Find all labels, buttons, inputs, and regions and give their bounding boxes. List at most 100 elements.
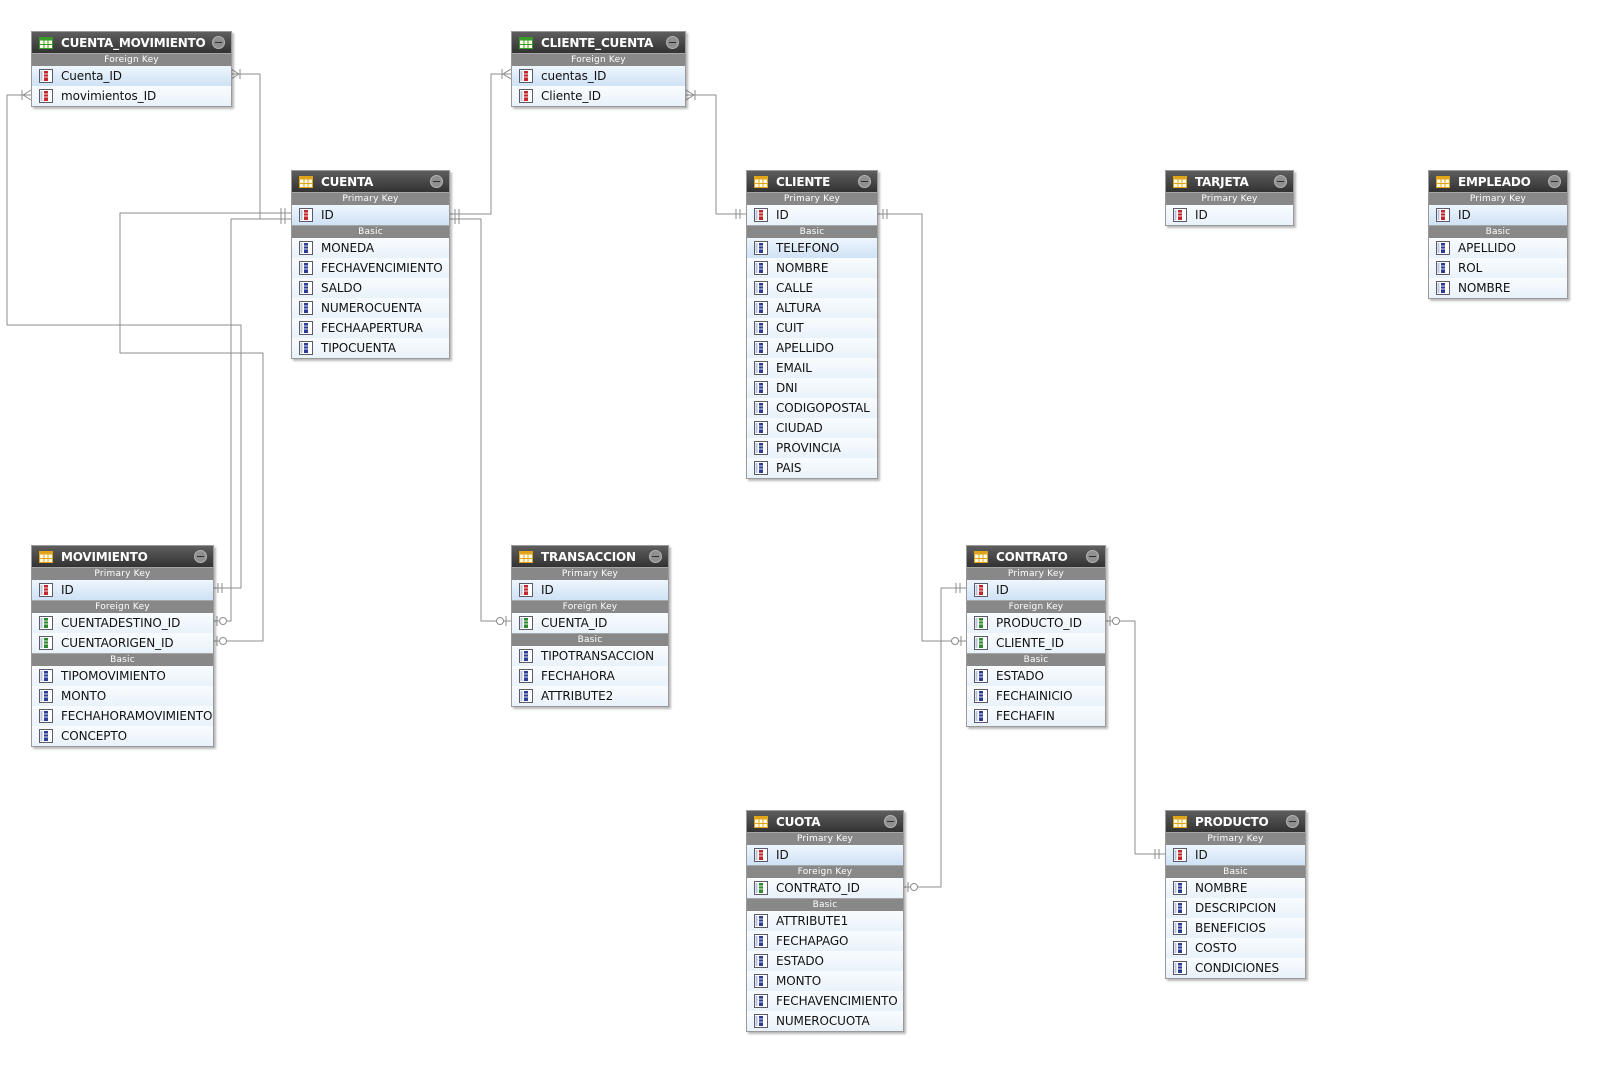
column-costo[interactable]: COSTO [1166,938,1305,958]
relationship-line[interactable] [686,94,746,215]
collapse-icon[interactable] [1086,550,1099,563]
collapse-icon[interactable] [194,550,207,563]
column-id[interactable]: ID [32,580,213,600]
column-codigopostal[interactable]: CODIGOPOSTAL [747,398,877,418]
column-provincia[interactable]: PROVINCIA [747,438,877,458]
column-cliente-id[interactable]: CLIENTE_ID [967,633,1105,653]
entity-header[interactable]: CUOTA [747,811,903,832]
column-fechahoramovimiento[interactable]: FECHAHORAMOVIMIENTO [32,706,213,726]
column-numerocuenta[interactable]: NUMEROCUENTA [292,298,449,318]
relationship-line[interactable] [877,213,966,642]
collapse-icon[interactable] [884,815,897,828]
relationship-line[interactable] [231,73,261,214]
collapse-icon[interactable] [212,36,225,49]
column-apellido[interactable]: APELLIDO [747,338,877,358]
column-apellido[interactable]: APELLIDO [1429,238,1567,258]
column-id[interactable]: ID [1429,205,1567,225]
collapse-icon[interactable] [649,550,662,563]
column-cuenta-id[interactable]: CUENTA_ID [512,613,668,633]
column-monto[interactable]: MONTO [32,686,213,706]
entity-header[interactable]: CUENTA_MOVIMIENTO [32,32,231,53]
column-nombre[interactable]: NOMBRE [747,258,877,278]
column-dni[interactable]: DNI [747,378,877,398]
column-saldo[interactable]: SALDO [292,278,449,298]
column-producto-id[interactable]: PRODUCTO_ID [967,613,1105,633]
column-moneda[interactable]: MONEDA [292,238,449,258]
column-telefono[interactable]: TELEFONO [747,238,877,258]
column-nombre[interactable]: NOMBRE [1429,278,1567,298]
column-attribute2[interactable]: ATTRIBUTE2 [512,686,668,706]
column-id[interactable]: ID [1166,845,1305,865]
column-tipotransaccion[interactable]: TIPOTRANSACCION [512,646,668,666]
column-ciudad[interactable]: CIUDAD [747,418,877,438]
column-cuenta-id[interactable]: Cuenta_ID [32,66,231,86]
column-monto[interactable]: MONTO [747,971,903,991]
collapse-icon[interactable] [666,36,679,49]
entity-header[interactable]: EMPLEADO [1429,171,1567,192]
entity-header[interactable]: CONTRATO [967,546,1105,567]
column-cuit[interactable]: CUIT [747,318,877,338]
column-id[interactable]: ID [747,845,903,865]
column-cuentaorigen-id[interactable]: CUENTAORIGEN_ID [32,633,213,653]
collapse-icon[interactable] [1286,815,1299,828]
column-id[interactable]: ID [1166,205,1293,225]
entity-header[interactable]: CLIENTE [747,171,877,192]
column-numerocuota[interactable]: NUMEROCUOTA [747,1011,903,1031]
column-calle[interactable]: CALLE [747,278,877,298]
column-estado[interactable]: ESTADO [747,951,903,971]
column-movimientos-id[interactable]: movimientos_ID [32,86,231,106]
collapse-icon[interactable] [430,175,443,188]
entity-header[interactable]: CUENTA [292,171,449,192]
column-tipocuenta[interactable]: TIPOCUENTA [292,338,449,358]
relationship-line[interactable] [212,218,291,622]
column-tipomovimiento[interactable]: TIPOMOVIMIENTO [32,666,213,686]
column-attribute1[interactable]: ATTRIBUTE1 [747,911,903,931]
relationship-line[interactable] [903,587,966,888]
collapse-icon[interactable] [1274,175,1287,188]
entity-header[interactable]: CLIENTE_CUENTA [512,32,685,53]
column-fechahora[interactable]: FECHAHORA [512,666,668,686]
column-concepto[interactable]: CONCEPTO [32,726,213,746]
column-id[interactable]: ID [292,205,449,225]
column-cliente-id[interactable]: Cliente_ID [512,86,685,106]
column-fechavencimiento[interactable]: FECHAVENCIMIENTO [292,258,449,278]
column-estado[interactable]: ESTADO [967,666,1105,686]
column-id[interactable]: ID [967,580,1105,600]
column-cuentas-id[interactable]: cuentas_ID [512,66,685,86]
column-fechafin[interactable]: FECHAFIN [967,706,1105,726]
column-altura[interactable]: ALTURA [747,298,877,318]
column-fechaapertura[interactable]: FECHAAPERTURA [292,318,449,338]
relationship-line[interactable] [449,73,511,215]
collapse-icon[interactable] [858,175,871,188]
relationship-line[interactable] [1105,620,1165,855]
column-email[interactable]: EMAIL [747,358,877,378]
relationship-line[interactable] [449,218,511,622]
column-fechapago[interactable]: FECHAPAGO [747,931,903,951]
column-pais[interactable]: PAIS [747,458,877,478]
column-id[interactable]: ID [747,205,877,225]
column-fechavencimiento[interactable]: FECHAVENCIMIENTO [747,991,903,1011]
column-id[interactable]: ID [512,580,668,600]
column-nombre[interactable]: NOMBRE [1166,878,1305,898]
collapse-icon[interactable] [1548,175,1561,188]
entity-header[interactable]: TARJETA [1166,171,1293,192]
column-descripcion[interactable]: DESCRIPCION [1166,898,1305,918]
relationship-line[interactable] [6,94,242,589]
entity-header[interactable]: PRODUCTO [1166,811,1305,832]
entity-header[interactable]: MOVIMIENTO [32,546,213,567]
column-condiciones[interactable]: CONDICIONES [1166,958,1305,978]
column-rol[interactable]: ROL [1429,258,1567,278]
column-cuentadestino-id[interactable]: CUENTADESTINO_ID [32,613,213,633]
column-contrato-id[interactable]: CONTRATO_ID [747,878,903,898]
entity-header[interactable]: TRANSACCION [512,546,668,567]
column-beneficios[interactable]: BENEFICIOS [1166,918,1305,938]
